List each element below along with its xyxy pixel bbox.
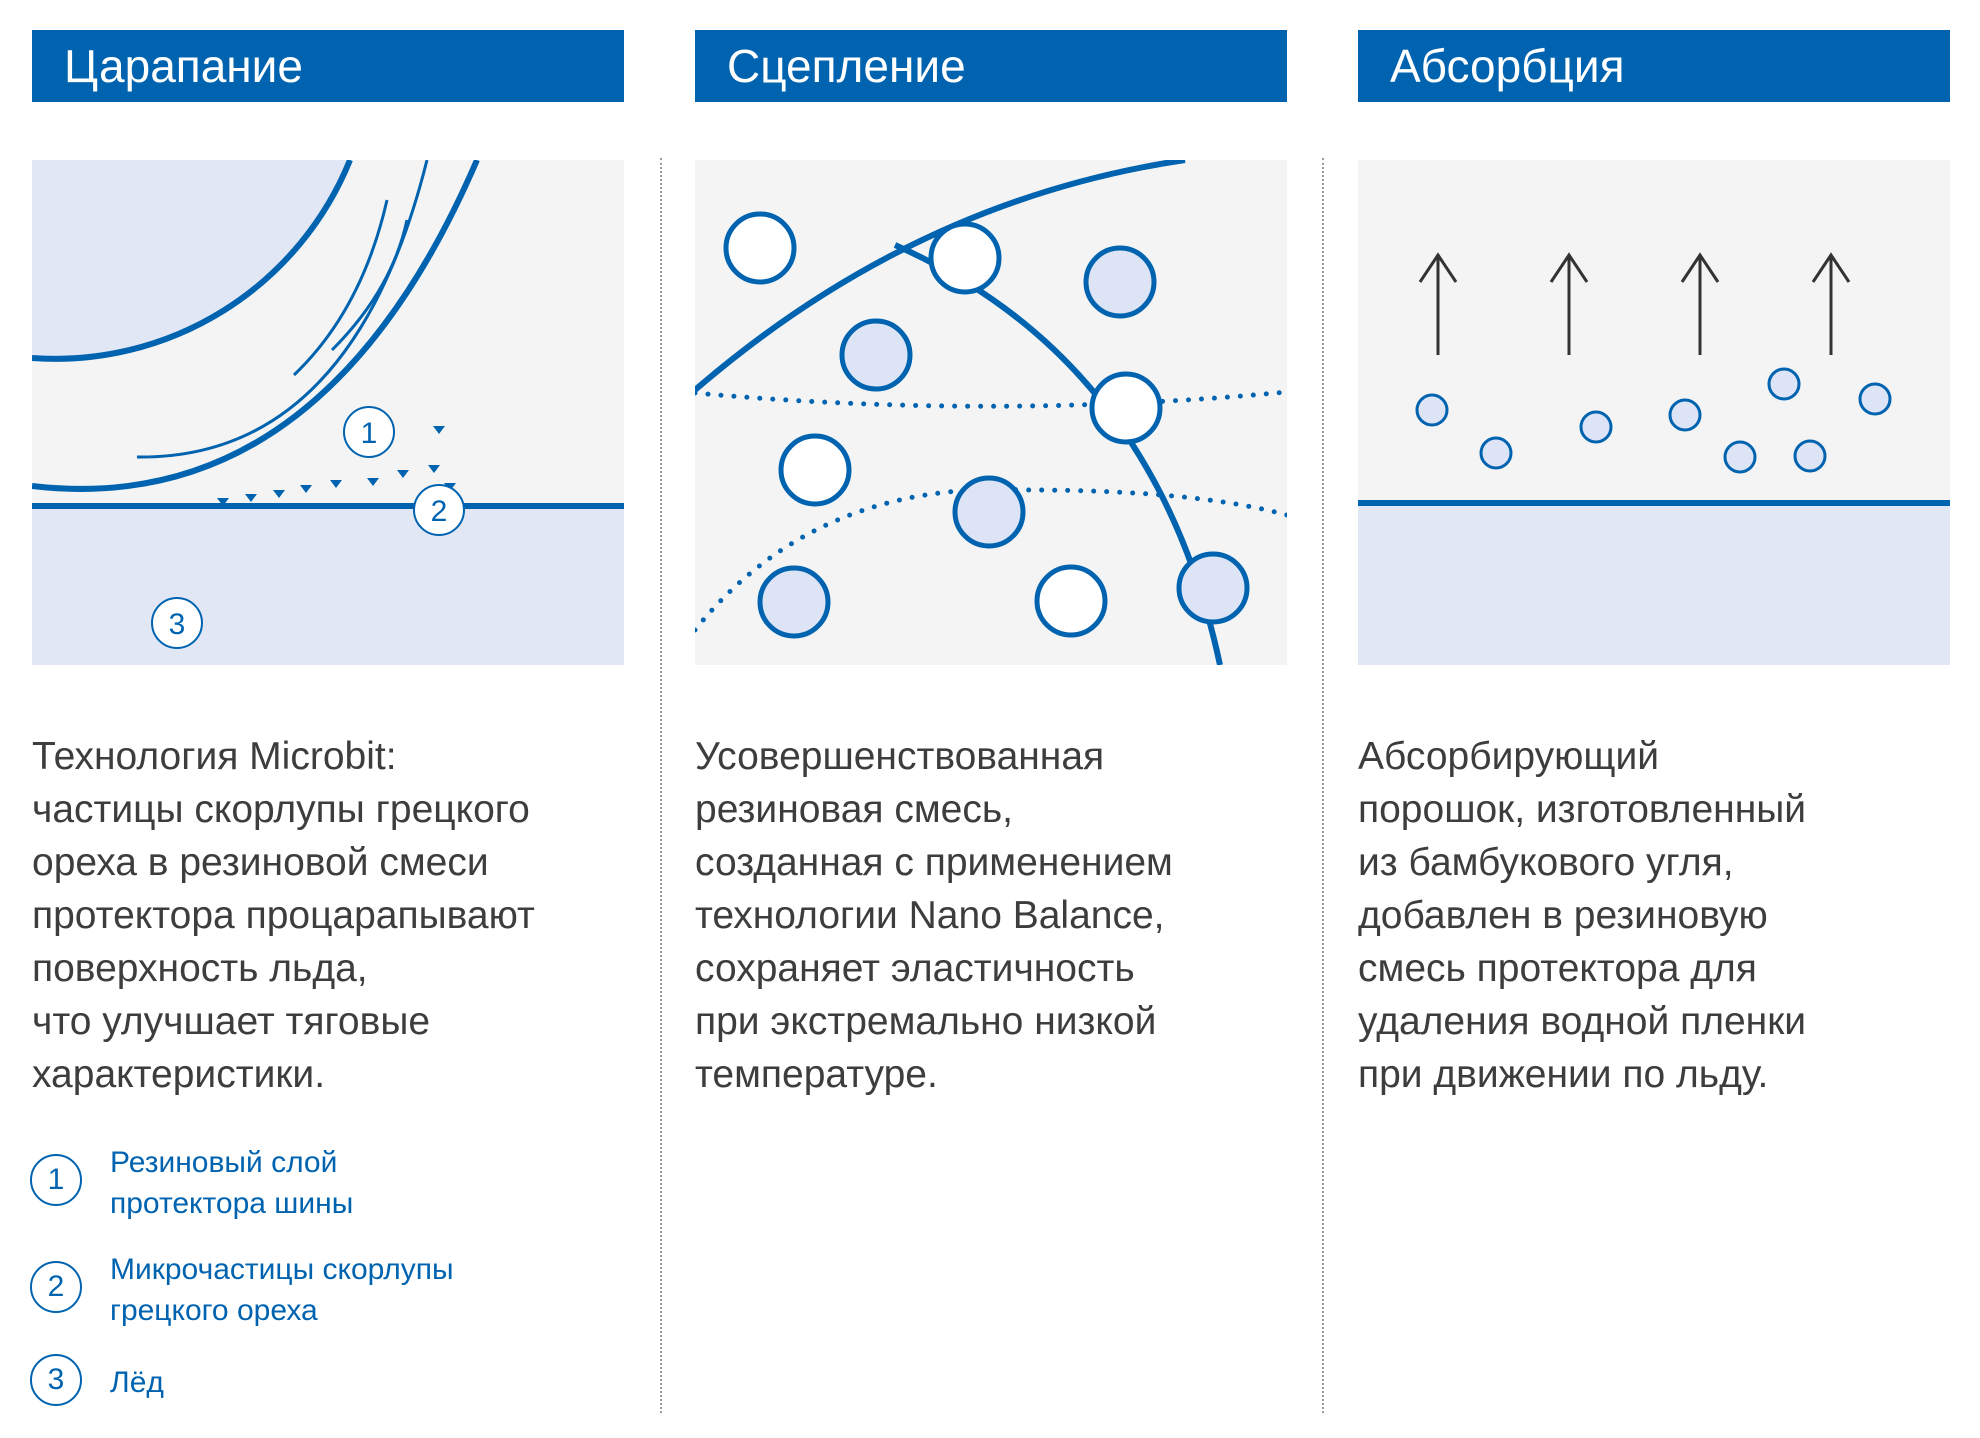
svg-text:3: 3 (169, 608, 186, 641)
legend-text: Микрочастицы скорлупы грецкого ореха (110, 1249, 454, 1331)
description-line: ореха в резиновой смеси (32, 841, 489, 884)
description-line: при экстремально низкой (695, 1000, 1157, 1043)
description-line: добавлен в резиновую (1358, 894, 1768, 937)
diagram-grip (695, 160, 1287, 665)
column-absorption: Абсорбция (1358, 0, 1950, 1425)
description-line: поверхность льда, (32, 947, 368, 990)
arrow-up-icon (1549, 252, 1589, 355)
marker-1: 1 (343, 406, 395, 458)
description-line: температуре. (695, 1053, 938, 1096)
description-line: резиновая смесь, (695, 788, 1013, 831)
svg-text:1: 1 (361, 417, 378, 450)
description-line: что улучшает тяговые (32, 1000, 431, 1043)
header-scratching: Царапание (32, 30, 624, 102)
description-line: Технология Microbit: (32, 735, 397, 778)
arrow-up-icon (1680, 252, 1720, 355)
diagram-scratching: 1 2 3 (32, 160, 624, 665)
water-droplets (1415, 367, 1892, 474)
rubber-particles-blue (757, 245, 1250, 639)
svg-text:2: 2 (431, 495, 448, 528)
column-grip: Сцепление (695, 0, 1287, 1425)
marker-2: 2 (413, 484, 465, 536)
header-absorption: Абсорбция (1358, 30, 1950, 102)
diagram-absorption (1358, 160, 1950, 665)
description-line: при движении по льду. (1358, 1053, 1769, 1096)
description-line: Абсорбирующий (1358, 735, 1660, 778)
legend-number: 2 (30, 1261, 82, 1313)
legend-text: Лёд (110, 1362, 164, 1403)
ice-area (1358, 503, 1950, 665)
description-scratching: Технология Microbit: частицы скорлупы гр… (32, 730, 632, 1101)
legend-text: Резиновый слой протектора шины (110, 1142, 353, 1224)
description-line: смесь протектора для (1358, 947, 1757, 990)
description-line: созданная с применением (695, 841, 1173, 884)
dotted-chain-1 (695, 389, 1287, 409)
legend-line: грецкого ореха (110, 1294, 318, 1327)
description-line: характеристики. (32, 1053, 326, 1096)
description-line: сохраняет эластичность (695, 947, 1135, 990)
description-absorption: Абсорбирующий порошок, изготовленный из … (1358, 730, 1958, 1101)
description-line: частицы скорлупы грецкого (32, 788, 530, 831)
tread-groove-3 (292, 199, 389, 377)
walnut-particles (217, 426, 456, 506)
divider-1 (660, 158, 662, 1413)
description-line: технологии Nano Balance, (695, 894, 1165, 937)
ice-area (32, 506, 624, 665)
up-arrows (1418, 252, 1851, 355)
polymer-chain-1 (695, 160, 1186, 393)
tread-outer-line (32, 160, 480, 492)
description-line: из бамбукового угля, (1358, 841, 1734, 884)
description-line: порошок, изготовленный (1358, 788, 1807, 831)
header-grip: Сцепление (695, 30, 1287, 102)
tire-body (32, 160, 350, 359)
legend-number: 3 (30, 1354, 82, 1406)
legend-line: Резиновый слой (110, 1146, 338, 1179)
column-scratching: Царапание (30, 0, 624, 1425)
description-line: протектора процарапывают (32, 894, 535, 937)
arrow-up-icon (1418, 252, 1458, 355)
description-grip: Усовершенствованная резиновая смесь, соз… (695, 730, 1295, 1101)
tread-groove-2 (330, 219, 409, 352)
description-line: Усовершенствованная (695, 735, 1105, 778)
rubber-particles-white (723, 211, 1163, 638)
divider-2 (1322, 158, 1324, 1413)
arrow-up-icon (1811, 252, 1851, 355)
legend-line: Лёд (110, 1366, 164, 1399)
description-line: удаления водной пленки (1358, 1000, 1807, 1043)
marker-3: 3 (151, 597, 203, 649)
legend-number: 1 (30, 1154, 82, 1206)
legend-line: Микрочастицы скорлупы (110, 1253, 454, 1286)
tire-rim-line (32, 160, 353, 362)
legend-line: протектора шины (110, 1187, 354, 1220)
